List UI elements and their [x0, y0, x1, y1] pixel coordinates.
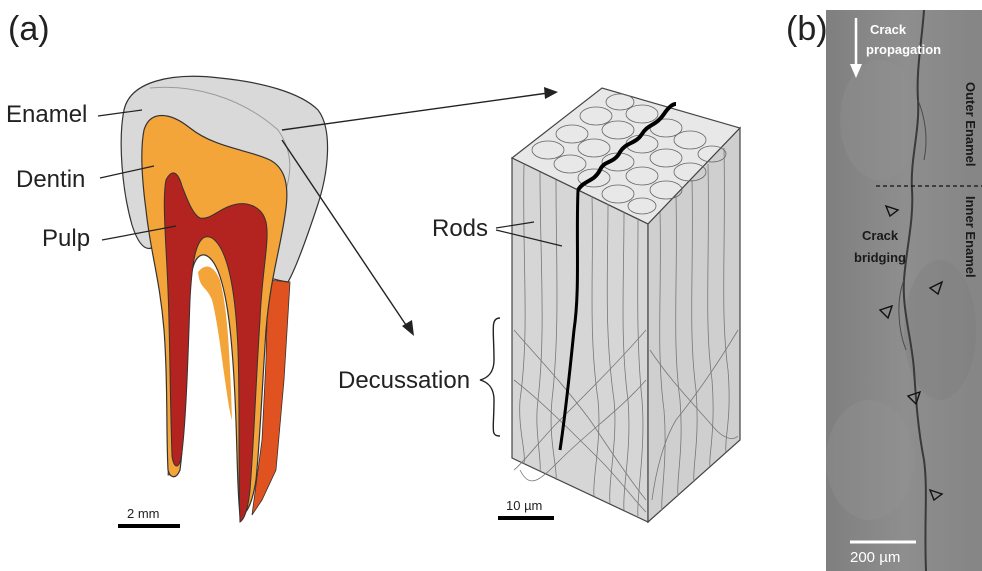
panel-b-label: (b) — [786, 10, 828, 48]
crack-propagation-label-1: Crack — [870, 22, 907, 37]
pulp-label: Pulp — [42, 225, 90, 252]
block-scale-label: 10 µm — [506, 498, 542, 513]
micrograph-scale-label: 200 µm — [850, 549, 900, 566]
decussation-label: Decussation — [338, 367, 470, 394]
tooth-scale-label: 2 mm — [127, 506, 160, 521]
micrograph — [826, 10, 982, 571]
crack-bridging-label-2: bridging — [854, 250, 906, 265]
rods-label: Rods — [432, 215, 488, 242]
enamel-label: Enamel — [6, 101, 87, 128]
crack-bridging-label-1: Crack — [862, 228, 899, 243]
dentin-label: Dentin — [16, 166, 85, 193]
enamel-rod-block — [512, 88, 740, 522]
crack-propagation-label-2: propagation — [866, 42, 941, 57]
tooth-diagram — [121, 76, 327, 522]
outer-enamel-label: Outer Enamel — [963, 82, 978, 167]
inner-enamel-label: Inner Enamel — [963, 196, 978, 278]
panel-a-label: (a) — [8, 10, 50, 48]
decussation-brace — [480, 318, 500, 436]
